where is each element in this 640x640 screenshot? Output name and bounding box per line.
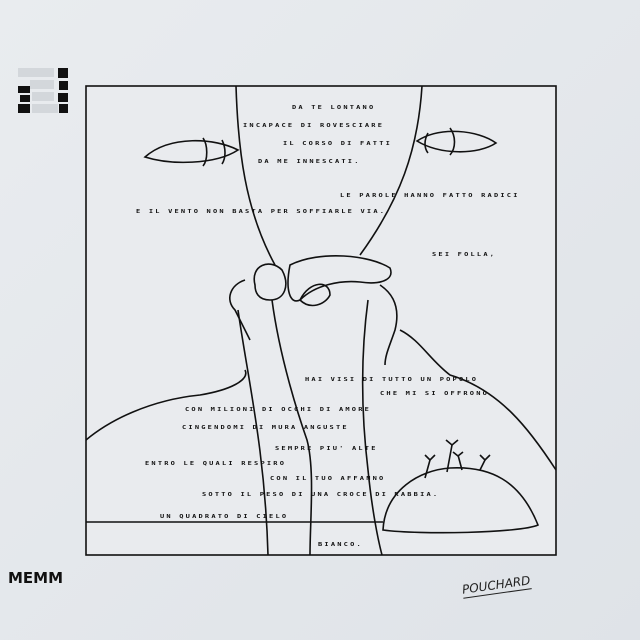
- poem-line: ENTRO LE QUALI RESPIRO: [145, 460, 287, 467]
- logo-bottom-text: MEMM: [8, 569, 64, 587]
- left-eye: [143, 139, 240, 164]
- left-shoulder: [85, 369, 247, 441]
- poem-line: SOTTO IL PESO DI UNA CROCE DI RABBIA.: [202, 491, 440, 498]
- palm-trunks: [424, 444, 486, 479]
- arm-line-2: [271, 299, 313, 556]
- poem-line: BIANCO.: [318, 541, 363, 548]
- arm-line-1: [237, 309, 269, 556]
- island: [382, 467, 540, 534]
- poem-line: CINGENDOMI DI MURA ANGUSTE: [182, 424, 349, 431]
- thumb: [253, 263, 287, 301]
- publisher-logo-bottom: MEMM: [8, 571, 63, 586]
- poem-line: INCAPACE DI ROVESCIARE: [243, 122, 385, 129]
- poem-line: DA TE LONTANO: [292, 104, 376, 111]
- poem-line: CON MILIONI DI OCCHI DI AMORE: [185, 406, 372, 413]
- logo-ghost-blocks: [18, 68, 58, 113]
- drawing-frame: [85, 85, 557, 556]
- poem-line: UN QUADRATO DI CIELO: [160, 513, 289, 520]
- poem-line: E IL VENTO NON BASTA PER SOFFIARLE VIA.: [136, 208, 387, 215]
- poem-line: SEMPRE PIU' ALTE: [275, 445, 378, 452]
- poem-line: CON IL TUO AFFANNO: [270, 475, 386, 482]
- face-right-outline: [359, 85, 423, 256]
- poem-line: HAI VISI DI TUTTO UN POPOLO: [305, 376, 479, 383]
- right-shoulder: [399, 329, 557, 471]
- finger: [299, 283, 331, 307]
- clasped-fingers: [287, 255, 392, 302]
- palm-fronds: [424, 439, 491, 462]
- poem-line: CHE MI SI OFFRONO: [380, 390, 490, 397]
- poem-line: LE PAROLE HANNO FATTO RADICI: [340, 192, 520, 199]
- poem-line: SEI FOLLA,: [432, 251, 497, 258]
- logo-ink-blocks: [18, 68, 68, 113]
- poem-line: DA ME INNESCATI.: [258, 158, 361, 165]
- right-eye: [415, 130, 498, 153]
- arm-line-3: [361, 299, 383, 556]
- face-left-outline: [235, 85, 276, 266]
- right-iris: [424, 127, 456, 156]
- publisher-logo-top: [18, 68, 68, 113]
- poem-line: IL CORSO DI FATTI: [283, 140, 393, 147]
- left-iris: [202, 137, 226, 167]
- hand-left-edge: [229, 279, 251, 341]
- hand-right-edge: [379, 284, 398, 366]
